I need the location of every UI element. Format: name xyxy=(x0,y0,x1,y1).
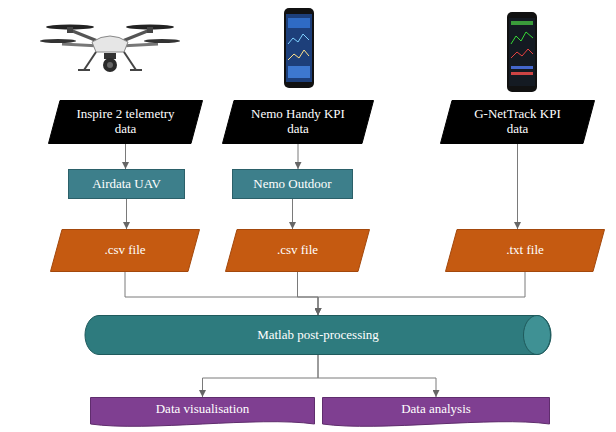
flow-connector xyxy=(318,355,436,397)
flow-connector xyxy=(517,144,518,229)
parallelogram-shape xyxy=(441,101,595,144)
flow-connector xyxy=(318,272,525,315)
node-text-group: G-NetTrack KPI data xyxy=(468,107,568,137)
box-shape xyxy=(233,170,353,199)
screen-graph xyxy=(511,49,533,58)
screen-graph xyxy=(288,34,309,44)
node-label: G-NetTrack KPI data xyxy=(468,107,568,137)
cylinder-end xyxy=(524,316,551,355)
flow-connector xyxy=(125,144,126,169)
phone-body xyxy=(507,12,537,92)
node-text-group: Airdata UAV xyxy=(92,177,161,192)
node-text-group: Inspire 2 telemetry data xyxy=(76,107,176,137)
node-text-group: .csv file xyxy=(277,243,318,258)
phone-screen xyxy=(509,18,535,86)
node-label: Nemo Handy KPI data xyxy=(248,107,348,137)
screen-panel xyxy=(511,21,533,25)
process-box: Airdata UAV xyxy=(68,169,185,199)
node-label: Data visualisation xyxy=(156,402,250,417)
node-label: .csv file xyxy=(104,243,145,258)
file-parallelogram: .txt file xyxy=(445,229,605,272)
drone-body xyxy=(92,36,128,52)
node-text-group: .csv file xyxy=(104,243,145,258)
parallelogram-shape xyxy=(223,101,374,144)
parallelogram-shape xyxy=(51,230,200,272)
cylinder-body xyxy=(85,316,551,355)
parallelogram-shape xyxy=(226,230,370,272)
screen-graph xyxy=(511,32,533,44)
node-label: Inspire 2 telemetry data xyxy=(76,107,176,137)
flow-connector xyxy=(292,199,293,229)
node-text-group: Nemo Handy KPI data xyxy=(248,107,348,137)
data-source-parallelogram: G-NetTrack KPI data xyxy=(440,100,595,144)
screen-graph xyxy=(288,50,309,60)
node-label: .txt file xyxy=(506,243,544,258)
node-text-group: Data visualisation xyxy=(156,402,250,417)
phone-illustration xyxy=(507,12,537,92)
box-shape xyxy=(69,170,185,199)
phone-illustration xyxy=(284,8,314,88)
flow-connector xyxy=(203,355,319,397)
parallelogram-shape xyxy=(49,101,203,144)
propeller xyxy=(144,39,180,43)
document-shape xyxy=(323,398,550,427)
node-label: Data analysis xyxy=(401,402,471,417)
node-text-group: Matlab post-processing xyxy=(257,328,379,343)
node-label: Airdata UAV xyxy=(92,177,161,192)
process-cylinder: Matlab post-processing xyxy=(85,315,551,355)
flow-connector xyxy=(298,144,299,169)
landing-leg xyxy=(84,52,96,70)
phone-screen xyxy=(286,14,312,82)
process-box: Nemo Outdoor xyxy=(232,169,353,199)
node-text-group: Data analysis xyxy=(401,402,471,417)
screen-panel xyxy=(511,66,533,69)
node-label: Nemo Outdoor xyxy=(253,177,331,192)
node-label: Matlab post-processing xyxy=(257,328,379,343)
flow-connector xyxy=(126,199,127,229)
flow-connector xyxy=(298,272,319,315)
camera xyxy=(103,58,117,72)
file-parallelogram: .csv file xyxy=(50,229,200,272)
file-parallelogram: .csv file xyxy=(225,229,370,272)
phone-body xyxy=(284,8,314,88)
landing-skid xyxy=(130,69,142,71)
data-source-parallelogram: Inspire 2 telemetry data xyxy=(48,100,203,144)
drone-illustration xyxy=(40,25,180,73)
propeller xyxy=(40,39,76,43)
output-document: Data analysis xyxy=(322,397,550,431)
node-text-group: Nemo Outdoor xyxy=(253,177,331,192)
camera-lens xyxy=(107,62,113,68)
motor xyxy=(67,27,73,33)
document-shape xyxy=(91,398,315,427)
output-document: Data visualisation xyxy=(90,397,315,431)
screen-panel xyxy=(288,66,310,78)
data-source-parallelogram: Nemo Handy KPI data xyxy=(222,100,374,144)
node-text-group: .txt file xyxy=(506,243,544,258)
motor xyxy=(147,27,153,33)
landing-skid xyxy=(78,69,90,71)
landing-leg xyxy=(124,52,136,70)
flow-connector xyxy=(125,272,318,315)
screen-panel xyxy=(288,18,310,28)
node-label: .csv file xyxy=(277,243,318,258)
parallelogram-shape xyxy=(446,230,605,272)
screen-panel xyxy=(511,72,533,75)
